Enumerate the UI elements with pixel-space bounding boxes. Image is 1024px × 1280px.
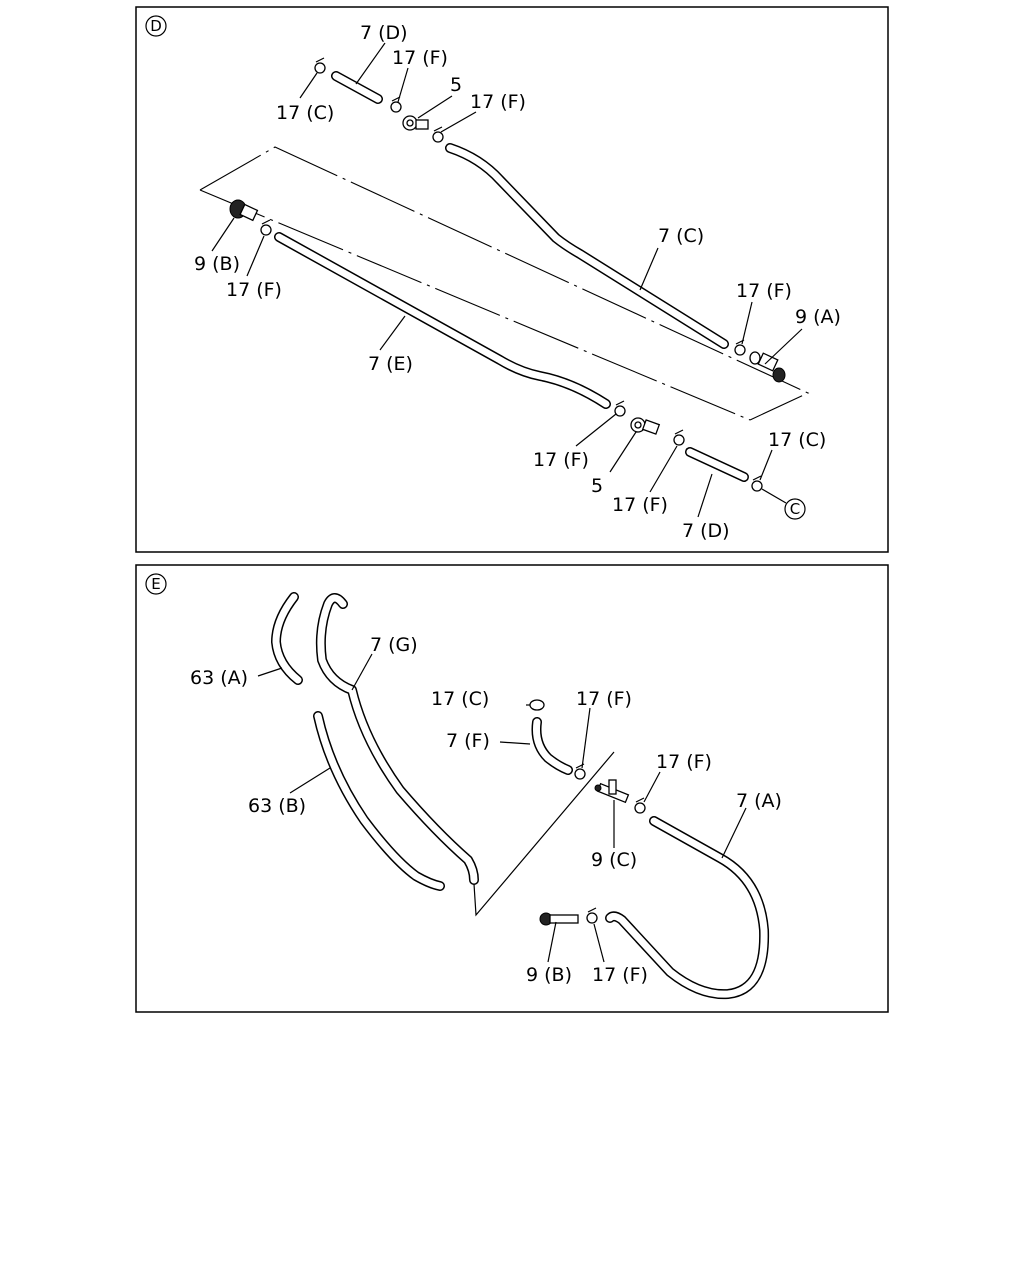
reference-outline — [199, 146, 810, 421]
panel-e-frame — [135, 564, 889, 1013]
svg-text:D: D — [150, 17, 162, 35]
joint-5-bottom — [630, 417, 661, 435]
connector-9b — [229, 199, 259, 222]
hose-7a — [605, 816, 770, 1000]
label-5-top: 5 — [450, 74, 462, 96]
label-7d-top: 7 (D) — [360, 22, 408, 44]
clamp-17c-bottom — [751, 475, 763, 492]
label-17f-right-e: 17 (F) — [656, 751, 712, 773]
clamp-17f-top1 — [390, 96, 402, 113]
label-9c: 9 (C) — [591, 849, 637, 871]
label-17f-top1: 17 (F) — [392, 47, 448, 69]
label-17c-top: 17 (C) — [276, 102, 334, 124]
label-17c-e: 17 (C) — [431, 688, 489, 710]
svg-text:C: C — [790, 500, 800, 518]
label-17f-bottom-e: 17 (F) — [592, 964, 648, 986]
reference-outline-diagonal — [199, 189, 751, 421]
hose-7d-top — [331, 71, 383, 104]
hose-7f — [531, 717, 573, 775]
hose-7d-bottom — [685, 447, 749, 482]
clamp-17f-left — [260, 219, 272, 236]
label-9b: 9 (B) — [194, 253, 240, 275]
clamp-17f-right — [734, 339, 746, 356]
label-17c-bottom: 17 (C) — [768, 429, 826, 451]
label-9b-e: 9 (B) — [526, 964, 572, 986]
clamp-17f-top-e — [574, 763, 586, 780]
clamp-17c-top — [314, 57, 326, 74]
panel-d-frame — [135, 6, 889, 553]
joint-5-top — [402, 115, 429, 131]
hose-7c — [445, 143, 729, 349]
label-17f-bottom2: 17 (F) — [612, 494, 668, 516]
hose-7g — [315, 593, 479, 885]
hose-63a — [271, 592, 303, 685]
label-7f: 7 (F) — [446, 730, 490, 752]
label-7a: 7 (A) — [736, 790, 782, 812]
clamp-17f-right-e — [634, 797, 646, 814]
label-17f-top-e: 17 (F) — [576, 688, 632, 710]
ref-c-circle: C — [784, 498, 806, 520]
connector-9c — [594, 779, 630, 804]
label-17f-right: 17 (F) — [736, 280, 792, 302]
label-63a: 63 (A) — [190, 667, 248, 689]
connector-9a — [749, 351, 786, 383]
label-7c: 7 (C) — [658, 225, 704, 247]
clamp-17f-top2 — [432, 126, 444, 143]
label-17f-left: 17 (F) — [226, 279, 282, 301]
label-17f-top2: 17 (F) — [470, 91, 526, 113]
label-17f-bottom1: 17 (F) — [533, 449, 589, 471]
panel-d-badge: D — [145, 15, 167, 37]
reference-line-e — [473, 751, 615, 917]
svg-text:E: E — [151, 575, 160, 593]
clamp-17f-bottom1 — [614, 400, 626, 417]
clamp-17c-e — [526, 699, 545, 711]
hose-63b — [313, 711, 445, 891]
panel-e-badge: E — [145, 573, 167, 595]
label-7e: 7 (E) — [368, 353, 413, 375]
label-9a: 9 (A) — [795, 306, 841, 328]
panel-e: E — [135, 564, 889, 1013]
clamp-17f-bottom-e — [586, 907, 598, 924]
connector-9b-e — [539, 912, 579, 926]
label-63b: 63 (B) — [248, 795, 306, 817]
hose-7e — [274, 232, 611, 409]
label-7d-bottom: 7 (D) — [682, 520, 730, 542]
label-5-bottom: 5 — [591, 475, 603, 497]
panel-d: D — [135, 6, 889, 553]
label-7g: 7 (G) — [370, 634, 418, 656]
clamp-17f-bottom2 — [673, 429, 685, 446]
